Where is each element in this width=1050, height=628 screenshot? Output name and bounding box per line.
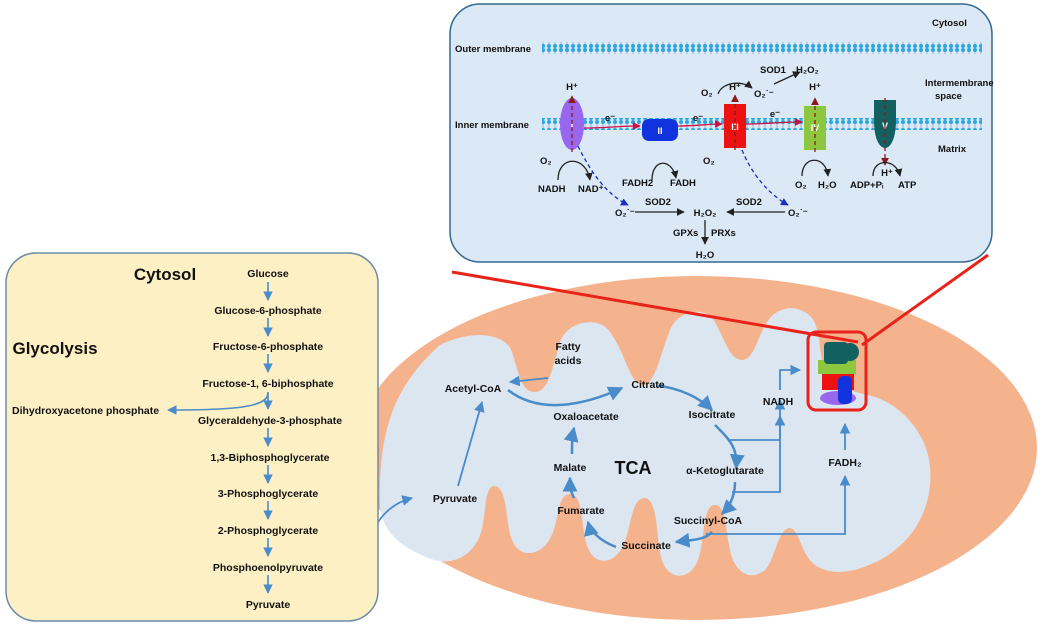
fumarate: Fumarate: [557, 505, 604, 517]
membrane-panel-box: [449, 3, 993, 263]
glycolysis-step: Fructose-1, 6-biphosphate: [202, 378, 333, 390]
complex-ii-label: II: [657, 126, 662, 136]
alpha-ketoglutarate: α-Ketoglutarate: [686, 465, 764, 477]
h-plus-iii: H⁺: [729, 82, 741, 93]
glycolysis-step: Glucose-6-phosphate: [214, 305, 322, 317]
mini-complex-v-head: [841, 343, 859, 361]
h-plus-i: H⁺: [566, 82, 578, 93]
glycolysis-arrows: [167, 282, 273, 594]
superoxide-leak-arrows: [577, 145, 789, 206]
intermembrane-label-1: Intermembrane: [925, 78, 994, 89]
prxs-label: PRXs: [711, 228, 736, 239]
gpxs-label: GPXs: [673, 228, 698, 239]
zoom-connector-left: [451, 270, 859, 344]
mini-complex-ii: [838, 376, 852, 404]
mitochondrion: [357, 276, 1037, 620]
o2-iii-bottom: O₂: [703, 156, 715, 167]
glycolysis-panel-box: [5, 252, 379, 622]
mini-complex-v: [824, 342, 848, 364]
acetyl-coa: Acetyl-CoA: [445, 383, 502, 395]
mito-nadh: NADH: [763, 396, 793, 408]
substrate-arrows: [557, 71, 903, 181]
sod2-right: SOD2: [736, 197, 762, 208]
zoom-connector-right: [861, 253, 989, 347]
electron-3: e⁻: [770, 109, 780, 120]
glycolysis-step: 2-Phosphoglycerate: [218, 525, 319, 537]
proton-pump-arrows: [568, 94, 889, 166]
nad-plus-label: NAD⁺: [578, 184, 604, 195]
superoxide-iii-top: O₂˙⁻: [754, 89, 774, 100]
glycolysis-title: Glycolysis: [12, 339, 97, 358]
succinyl-coa: Succinyl-CoA: [674, 515, 743, 527]
o2-i: O₂: [540, 156, 552, 167]
tca-label: TCA: [615, 458, 652, 478]
glycolysis-step: Fructose-6-phosphate: [213, 341, 323, 353]
sod2-left: SOD2: [645, 197, 671, 208]
glycolysis-cytosol-label: Cytosol: [134, 265, 196, 284]
glycolysis-step: Glucose: [247, 268, 289, 280]
h2o2-center: H₂O₂: [694, 208, 717, 219]
glycolysis-step: Pyruvate: [246, 599, 291, 611]
complex-highlight-box: [806, 330, 868, 412]
fatty-acids-line2: acids: [555, 355, 582, 367]
outer-membrane-label: Outer membrane: [455, 44, 531, 55]
o2-iii-top: O₂: [701, 88, 713, 99]
mito-pyruvate: Pyruvate: [433, 493, 478, 505]
succinate: Succinate: [621, 540, 671, 552]
mito-fadh2: FADH₂: [828, 457, 862, 469]
complex-v: [874, 100, 896, 148]
outer-membrane-bilayer: [542, 42, 982, 54]
electron-1: e⁻: [605, 113, 615, 124]
electron-flow-arrows: [583, 118, 803, 130]
adp-pi-label: ADP+Pᵢ: [850, 180, 884, 191]
nadh-label: NADH: [538, 184, 566, 195]
h-plus-iv: H⁺: [809, 82, 821, 93]
sod1-label: SOD1: [760, 65, 787, 76]
electron-2: e⁻: [693, 113, 703, 124]
membrane-panel: Cytosol Outer membrane Intermembrane spa…: [449, 3, 994, 263]
h2o-bottom: H₂O: [696, 250, 714, 261]
ros-detox-arrows: [635, 208, 785, 245]
superoxide-left: O₂˙⁻: [615, 208, 635, 219]
h2o-iv: H₂O: [818, 180, 836, 191]
superoxide-right: O₂˙⁻: [788, 208, 808, 219]
glycolysis-step: Glyceraldehyde-3-phosphate: [198, 415, 342, 427]
h-plus-v: H⁺: [881, 168, 893, 179]
matrix-label: Matrix: [938, 144, 967, 155]
isocitrate: Isocitrate: [689, 409, 736, 421]
fadh-label: FADH: [670, 178, 696, 189]
membrane-cytosol-label: Cytosol: [932, 18, 967, 29]
o2-iv: O₂: [795, 180, 807, 191]
fatty-acids-line1: Fatty: [555, 341, 580, 353]
intermembrane-label-2: space: [935, 91, 962, 102]
glycolysis-step: Phosphoenolpyruvate: [213, 562, 323, 574]
citrate: Citrate: [631, 379, 664, 391]
h2o2-top: H₂O₂: [796, 65, 819, 76]
glycolysis-step: 3-Phosphoglycerate: [218, 488, 319, 500]
complex-i-label: I: [571, 120, 574, 130]
oxaloacetate: Oxaloacetate: [553, 411, 619, 423]
inner-membrane-label: Inner membrane: [455, 120, 529, 131]
fadh2-label: FADH2: [622, 178, 653, 189]
malate: Malate: [554, 462, 587, 474]
complex-ii: [642, 119, 678, 141]
glycolysis-step: 1,3-Biphosphoglycerate: [210, 452, 329, 464]
glycolysis-panel: Cytosol Glycolysis Glucose Glucose-6-pho…: [5, 252, 379, 622]
atp-label: ATP: [898, 180, 917, 191]
dihydroxyacetone-phosphate: Dihydroxyacetone phosphate: [12, 405, 159, 417]
